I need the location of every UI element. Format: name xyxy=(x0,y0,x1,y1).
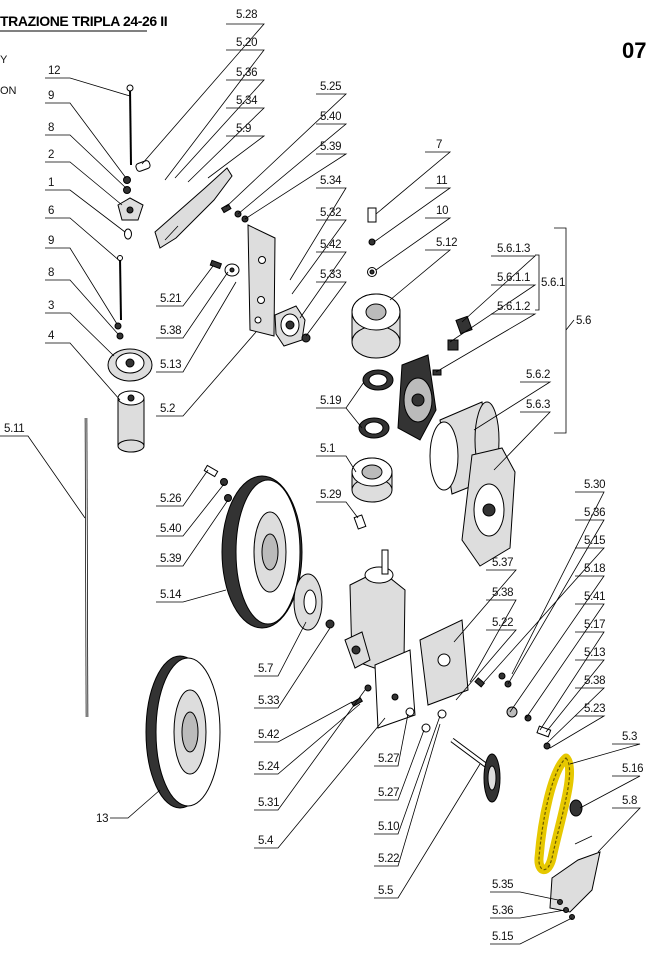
label-5-25: 5.25 xyxy=(320,81,341,93)
label-5-40: 5.40 xyxy=(320,111,341,123)
label-5-22b: 5.22 xyxy=(378,853,399,865)
label-5-42: 5.42 xyxy=(320,239,341,251)
label-5-17: 5.17 xyxy=(584,619,605,631)
label-5-36: 5.36 xyxy=(236,67,257,79)
label-5-8: 5.8 xyxy=(622,795,637,807)
label-6: 6 xyxy=(48,205,54,217)
label-5-9: 5.9 xyxy=(236,123,251,135)
label-5-41: 5.41 xyxy=(584,591,605,603)
label-5-38: 5.38 xyxy=(160,325,181,337)
label-5-12: 5.12 xyxy=(436,237,457,249)
label-5-34: 5.34 xyxy=(236,95,258,107)
label-5-36b: 5.36 xyxy=(584,507,605,519)
label-5-6-3: 5.6.3 xyxy=(526,399,550,411)
label-5-6-2: 5.6.2 xyxy=(526,369,550,381)
label-9b: 9 xyxy=(48,235,54,247)
label-5-27b: 5.27 xyxy=(378,787,399,799)
label-5-20: 5.20 xyxy=(236,37,257,49)
label-5-13: 5.13 xyxy=(160,359,181,371)
label-5-37: 5.37 xyxy=(492,557,513,569)
label-5-19: 5.19 xyxy=(320,395,341,407)
label-4: 4 xyxy=(48,330,55,342)
label-5-27: 5.27 xyxy=(378,753,399,765)
label-5-1: 5.1 xyxy=(320,443,335,455)
label-5-38b: 5.38 xyxy=(584,675,605,687)
label-5-13b: 5.13 xyxy=(584,647,605,659)
label-5-39: 5.39 xyxy=(320,141,341,153)
label-5-15: 5.15 xyxy=(584,535,605,547)
label-5-23: 5.23 xyxy=(584,703,605,715)
label-5-40b: 5.40 xyxy=(160,523,181,535)
side-text-2: ON xyxy=(0,85,17,97)
label-5-6-1-3: 5.6.1.3 xyxy=(497,243,530,255)
label-5-32: 5.32 xyxy=(320,207,341,219)
label-7: 7 xyxy=(436,139,442,151)
label-5-28: 5.28 xyxy=(236,9,257,21)
label-8b: 8 xyxy=(48,267,54,279)
label-5-15b: 5.15 xyxy=(492,931,513,943)
label-5-33b: 5.33 xyxy=(258,695,279,707)
label-13: 13 xyxy=(96,813,108,825)
label-5-3: 5.3 xyxy=(622,731,637,743)
label-5-11: 5.11 xyxy=(4,423,24,435)
label-5-33: 5.33 xyxy=(320,269,341,281)
label-5-6-1-1: 5.6.1.1 xyxy=(497,272,530,284)
chain-highlight xyxy=(534,753,575,875)
label-12: 12 xyxy=(48,65,60,77)
label-5-36c: 5.36 xyxy=(492,905,513,917)
label-5-26: 5.26 xyxy=(160,493,181,505)
label-5-18: 5.18 xyxy=(584,563,605,575)
label-5-14: 5.14 xyxy=(160,589,182,601)
part-labels: 12 9 8 2 1 6 9 8 3 4 5.11 5.28 5.20 5.36… xyxy=(4,9,643,943)
label-5-21: 5.21 xyxy=(160,293,181,305)
diagram-title: TRAZIONE TRIPLA 24-26 II xyxy=(0,13,167,29)
label-5-31: 5.31 xyxy=(258,797,279,809)
label-5-4: 5.4 xyxy=(258,835,274,847)
label-5-10: 5.10 xyxy=(378,821,399,833)
leader-lines xyxy=(0,23,641,945)
label-5-5: 5.5 xyxy=(378,885,393,897)
label-10: 10 xyxy=(436,205,448,217)
side-text-1: Y xyxy=(0,54,8,66)
label-5-6: 5.6 xyxy=(576,315,591,327)
label-5-34b: 5.34 xyxy=(320,175,342,187)
page-code: 07 xyxy=(622,38,646,63)
label-5-30: 5.30 xyxy=(584,479,605,491)
label-5-39b: 5.39 xyxy=(160,553,181,565)
label-11: 11 xyxy=(436,175,447,187)
label-1: 1 xyxy=(48,177,54,189)
label-9: 9 xyxy=(48,90,54,102)
label-5-6-1: 5.6.1 xyxy=(541,277,565,289)
label-5-29: 5.29 xyxy=(320,489,341,501)
label-5-38c: 5.38 xyxy=(492,587,513,599)
label-5-42b: 5.42 xyxy=(258,729,279,741)
label-5-7: 5.7 xyxy=(258,663,273,675)
label-5-24: 5.24 xyxy=(258,761,280,773)
label-5-35: 5.35 xyxy=(492,879,513,891)
label-3: 3 xyxy=(48,300,54,312)
label-8: 8 xyxy=(48,122,54,134)
label-5-2: 5.2 xyxy=(160,403,175,415)
label-5-16: 5.16 xyxy=(622,763,643,775)
label-2: 2 xyxy=(48,149,54,161)
label-5-6-1-2: 5.6.1.2 xyxy=(497,301,530,313)
label-5-22: 5.22 xyxy=(492,617,513,629)
